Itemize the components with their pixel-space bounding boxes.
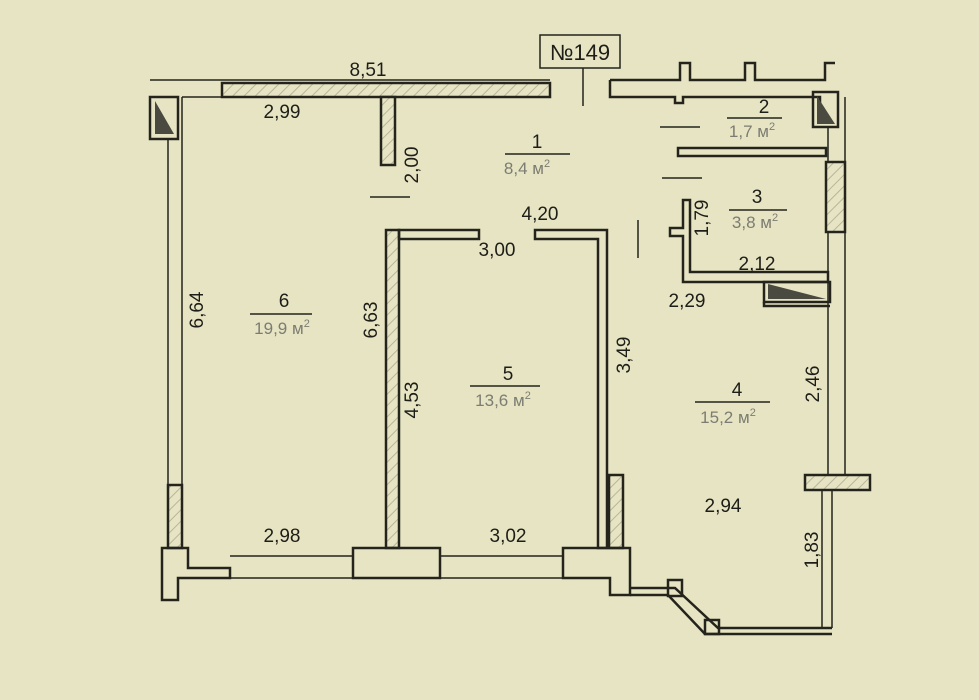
dim-room5-left: 6,63 [361,302,382,339]
dim-room3-height: 1,79 [692,200,713,237]
room-6-label: 6 19,9 м2 [250,291,312,338]
dim-room5-bottom: 3,02 [490,526,527,547]
dimension-labels: 8,51 2,99 2,00 6,64 6,63 4,53 3,00 4,20 … [187,60,824,568]
room-2-label: 2 1,7 м2 [727,97,782,141]
svg-text:2: 2 [759,97,770,118]
svg-text:13,6 м2: 13,6 м2 [475,390,531,410]
dim-balcony-side: 1,83 [802,532,823,569]
dim-room6-height: 6,64 [187,291,208,328]
dim-top-total: 8,51 [350,60,387,81]
apartment-number-label: №149 [539,34,621,106]
svg-text:4: 4 [732,380,743,401]
dim-room4-width: 2,94 [705,496,742,517]
dim-room5-inner: 4,53 [402,382,423,419]
walls [148,61,872,636]
svg-text:3,8 м2: 3,8 м2 [732,212,778,232]
room-3-label: 3 3,8 м2 [729,187,787,232]
svg-text:6: 6 [279,291,290,312]
svg-text:№149: №149 [550,40,610,65]
room-5-label: 5 13,6 м2 [470,364,540,410]
dim-room4-top: 2,29 [669,291,706,312]
dim-corridor-wall: 2,00 [402,147,423,184]
dim-room4-right: 2,46 [803,366,824,403]
svg-text:19,9 м2: 19,9 м2 [254,318,310,338]
svg-text:8,4 м2: 8,4 м2 [504,158,550,178]
room-4-label: 4 15,2 м2 [695,380,770,427]
dim-room3-width: 2,12 [739,254,776,275]
svg-text:1,7 м2: 1,7 м2 [729,121,775,141]
svg-text:5: 5 [503,364,514,385]
svg-text:3: 3 [752,187,763,208]
dim-room6-top: 2,99 [264,102,301,123]
dim-room6-bottom: 2,98 [264,526,301,547]
dim-room5-right: 3,49 [614,337,635,374]
room-1-label: 1 8,4 м2 [504,132,570,178]
dim-room5-top: 3,00 [479,240,516,261]
dim-room1-width: 4,20 [522,204,559,225]
svg-text:1: 1 [532,132,543,153]
svg-text:15,2 м2: 15,2 м2 [700,407,756,427]
